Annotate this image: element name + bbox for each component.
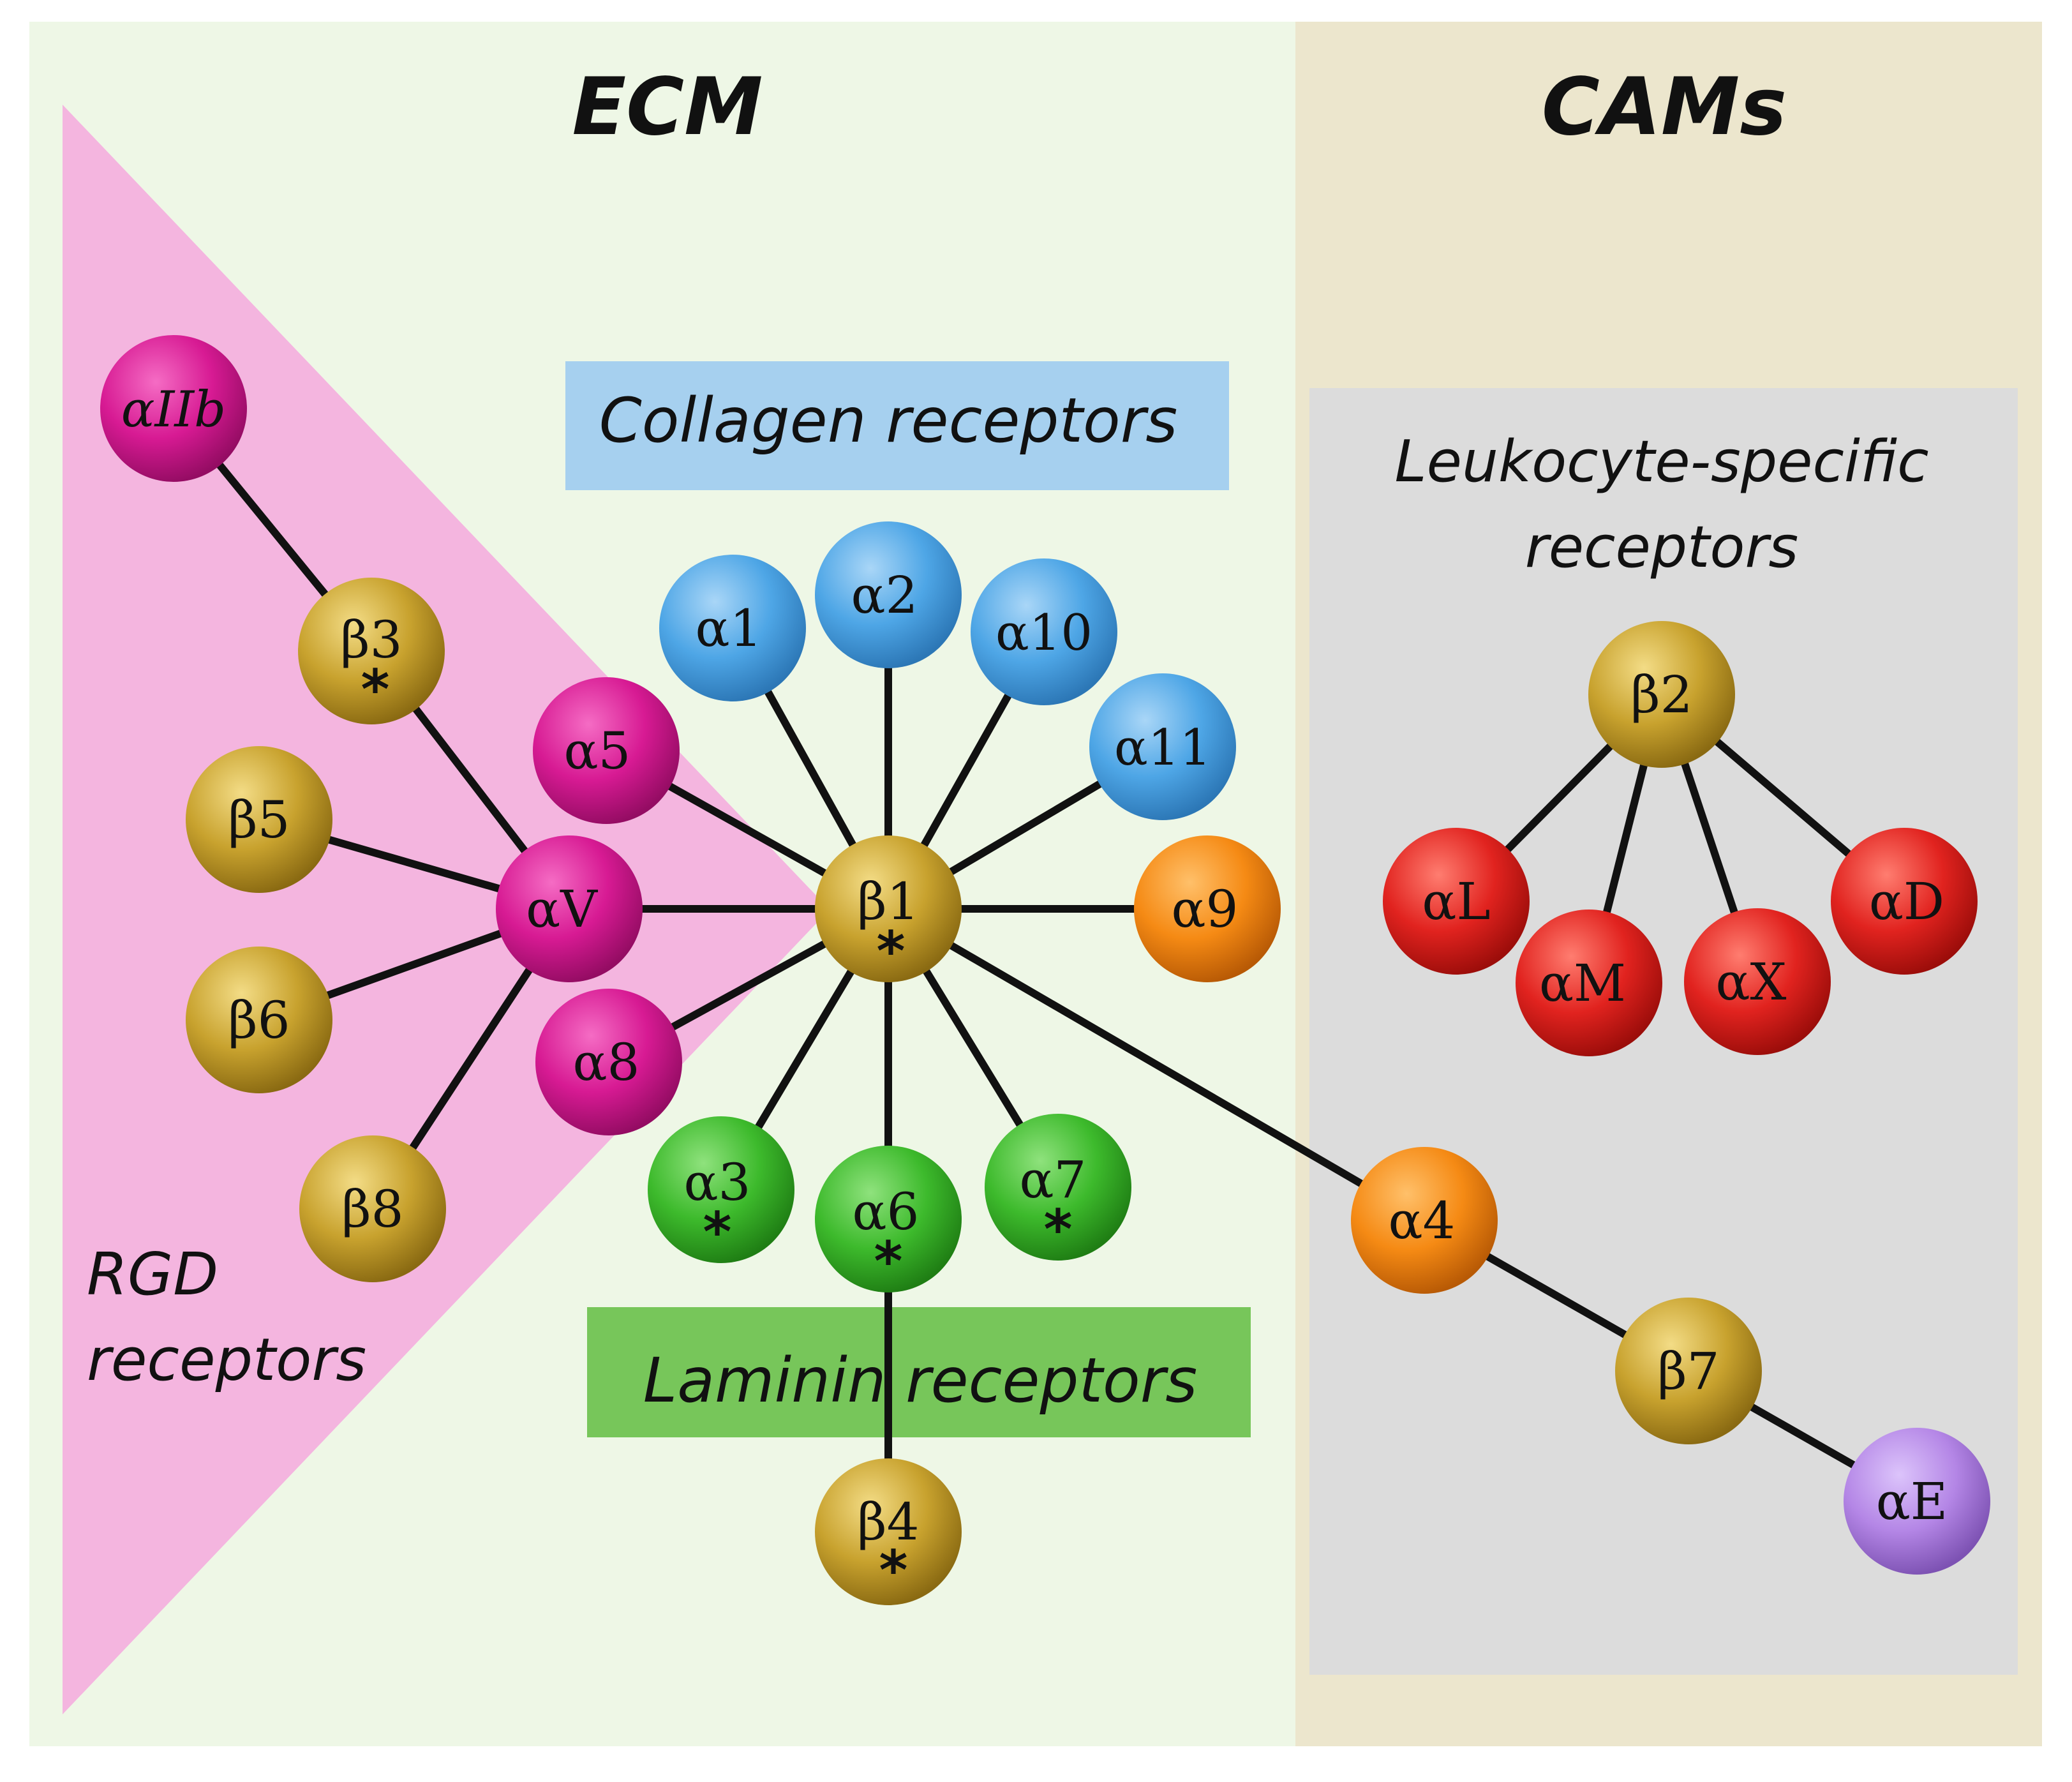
node-alpha-e: αE [1844, 1428, 1990, 1575]
node-beta1-label: β1 [857, 872, 919, 931]
rgd-label-line2: receptors [87, 1326, 366, 1394]
node-alpha7-star: * [1044, 1198, 1073, 1262]
node-alpha2: α2 [815, 521, 962, 668]
node-alpha-d-circle [1831, 828, 1978, 975]
node-alpha-x-label: αX [1716, 952, 1787, 1012]
node-beta3-star: * [361, 658, 390, 722]
node-alpha-iib-circle [100, 335, 247, 482]
node-alpha2-circle [815, 521, 962, 668]
node-alpha5-label: α5 [564, 721, 631, 781]
node-alpha1-label: α1 [696, 599, 763, 658]
node-alpha3-label: α3 [684, 1153, 751, 1212]
node-alpha6-label: α6 [853, 1182, 920, 1241]
rgd-label-line1: RGD [87, 1240, 218, 1308]
collagen-label: Collagen receptors [599, 385, 1177, 456]
node-beta3-label: β3 [340, 610, 402, 670]
node-beta4-circle [815, 1458, 962, 1605]
node-beta7: β7 [1615, 1298, 1762, 1444]
node-beta4-star: * [879, 1539, 908, 1603]
node-beta2: β2 [1588, 621, 1735, 768]
node-alpha11-circle [1089, 673, 1236, 820]
node-beta5: β5 [186, 746, 332, 893]
node-alpha1: α1 [659, 555, 806, 701]
node-alpha-x-circle [1684, 908, 1831, 1055]
node-alpha11-label: α11 [1114, 719, 1211, 777]
node-alpha8-label: α8 [573, 1033, 640, 1092]
node-alpha-l-circle [1383, 828, 1530, 975]
node-alpha9-label: α9 [1172, 880, 1239, 939]
node-alpha-iib-label: αIIb [121, 381, 226, 438]
node-beta1-star: * [877, 920, 906, 984]
node-alpha7-label: α7 [1020, 1150, 1087, 1209]
node-beta3: β3 * [298, 578, 445, 724]
node-beta2-label: β2 [1630, 665, 1692, 724]
node-alpha-v: αV [496, 835, 643, 982]
node-alpha7: α7 * [985, 1114, 1131, 1262]
node-alpha8: α8 [535, 989, 682, 1135]
node-alpha6-star: * [874, 1230, 903, 1294]
node-alpha1-circle [659, 555, 806, 701]
node-alpha10-label: α10 [995, 604, 1092, 662]
node-beta8: β8 [299, 1135, 446, 1282]
node-beta6-circle [186, 947, 332, 1093]
node-alpha5-circle [533, 677, 680, 824]
node-alpha6-circle [815, 1146, 962, 1292]
node-beta4-label: β4 [857, 1492, 919, 1552]
node-alpha-l: αL [1383, 828, 1530, 975]
laminin-box [587, 1307, 1251, 1437]
node-alpha5: α5 [533, 677, 680, 824]
node-alpha8-circle [535, 989, 682, 1135]
laminin-label: Laminin receptors [643, 1345, 1198, 1416]
node-alpha-m: αM [1516, 910, 1662, 1056]
leukocyte-label-line2: receptors [1525, 514, 1799, 581]
node-alpha-d: αD [1831, 828, 1978, 975]
node-alpha3: α3 * [648, 1116, 794, 1264]
node-beta6: β6 [186, 947, 332, 1093]
node-alpha-l-label: αL [1422, 872, 1490, 931]
node-alpha6: α6 * [815, 1146, 962, 1294]
node-alpha2-label: α2 [851, 565, 918, 625]
node-beta8-label: β8 [341, 1179, 403, 1239]
collagen-box [565, 361, 1229, 490]
node-beta7-label: β7 [1657, 1342, 1719, 1401]
node-beta5-circle [186, 746, 332, 893]
edge-b1-a4 [886, 905, 1427, 1224]
node-alpha3-circle [648, 1116, 794, 1263]
node-alpha-e-circle [1844, 1428, 1990, 1575]
node-beta7-circle [1615, 1298, 1762, 1444]
node-alpha10: α10 [971, 558, 1117, 705]
leukocyte-label-line1: Leukocyte-specific [1394, 428, 1928, 495]
cams-heading: CAMs [1542, 61, 1787, 153]
node-alpha-d-label: αD [1869, 872, 1944, 931]
node-beta8-circle [299, 1135, 446, 1282]
node-beta5-label: β5 [228, 790, 290, 850]
node-alpha10-circle [971, 558, 1117, 705]
node-alpha11: α11 [1089, 673, 1236, 820]
node-beta6-label: β6 [228, 991, 290, 1050]
node-alpha4-label: α4 [1389, 1191, 1456, 1250]
ecm-heading: ECM [572, 61, 763, 153]
node-alpha9-circle [1134, 835, 1281, 982]
node-alpha3-star: * [703, 1201, 732, 1264]
node-alpha-v-circle [496, 835, 643, 982]
node-alpha-v-label: αV [526, 880, 598, 939]
node-beta2-circle [1588, 621, 1735, 768]
node-alpha4: α4 [1351, 1147, 1498, 1294]
node-alpha7-circle [985, 1114, 1131, 1261]
node-beta3-circle [298, 578, 445, 724]
node-beta1: β1 * [815, 835, 962, 984]
node-alpha4-circle [1351, 1147, 1498, 1294]
node-alpha-iib: αIIb [100, 335, 247, 482]
node-alpha-m-circle [1516, 910, 1662, 1056]
node-beta1-circle [815, 835, 962, 982]
node-alpha-m-label: αM [1539, 954, 1626, 1013]
node-alpha-e-label: αE [1876, 1472, 1948, 1531]
node-alpha-x: αX [1684, 908, 1831, 1055]
node-beta4: β4 * [815, 1458, 962, 1605]
node-alpha9: α9 [1134, 835, 1281, 982]
